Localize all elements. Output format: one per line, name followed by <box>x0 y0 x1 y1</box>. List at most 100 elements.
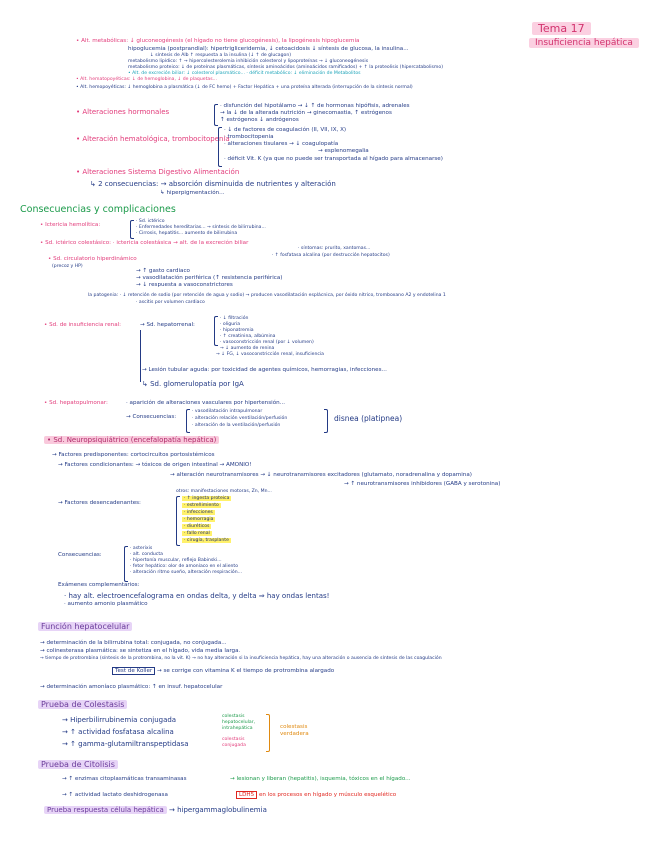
note-line: (precoz y HP) <box>52 264 83 269</box>
note-line: ↳ Sd. glomerulopatía por IgA <box>142 380 244 388</box>
note-line: → determinación de la bilirrubina total:… <box>40 640 227 646</box>
brace <box>214 316 218 346</box>
highlight-factor: · estreñimiento <box>182 503 221 508</box>
note-line: · hipertonía muscular, reflejo Babinski.… <box>130 558 222 563</box>
note-line: • Alt. metabólicas: ↓ gluconeogénesis (e… <box>76 38 360 44</box>
highlight-heading: Función hepatocelular <box>38 622 133 631</box>
brace <box>218 127 222 167</box>
note-line: • Sd. Neuropsiquiátrico (encefalopatía h… <box>44 436 220 445</box>
note-line: · hemorragia <box>182 517 216 523</box>
note-line: ↑ estrógenos ↓ andrógenos <box>220 117 299 123</box>
note-line: · hiponatremia <box>220 328 254 333</box>
note-line: • Sd. hepatopulmonar: <box>44 400 108 406</box>
connector-line <box>140 330 141 382</box>
note-line: → ↑ gasto cardiaco <box>136 268 190 274</box>
highlight-heading: Prueba respuesta célula hepática <box>44 806 167 814</box>
note-line: → ↑ neurotransmisores inhibidores (GABA … <box>344 481 501 487</box>
note-line: • Alt. hematopoyéticas: ↓ de hemoglobina… <box>76 77 217 82</box>
note-line: · ascitis por volumen cardiaco <box>136 300 205 305</box>
highlight-heading: Prueba de Colestasis <box>38 700 128 709</box>
section-heading: Prueba de Citolisis <box>38 760 118 769</box>
section-heading: Consecuencias y complicaciones <box>20 204 176 215</box>
highlight-factor: · cirugía, trasplante <box>182 538 231 543</box>
note-line: hipoglucemia (postprandial): hipertrigli… <box>128 46 409 52</box>
note-line: · fetor hepático: olor de amoníaco en el… <box>130 564 239 569</box>
note-line: → Factores desencadenantes: <box>58 500 141 506</box>
note-line: · ↑ creatinina, albúmina <box>220 334 276 339</box>
note-line: Exámenes complementarios: <box>58 582 140 588</box>
note-line: · vasoconstricción renal (por ↓ volumen) <box>220 340 314 345</box>
note-line: colestasis hepatocelular, intrahepática <box>222 714 256 731</box>
brace <box>124 546 128 582</box>
note-line: → ↑ gamma-glutamiltranspeptidasa <box>62 740 189 748</box>
highlight-factor: · infecciones <box>182 510 215 515</box>
note-line: · Enfermedades hereditarias... → síntesi… <box>136 225 266 230</box>
note-line: → Factores condicionantes: → tóxicos de … <box>58 462 252 468</box>
note-line: → esplenomegalia <box>318 148 369 154</box>
brace <box>186 409 190 433</box>
brace <box>266 714 270 752</box>
highlight-encefalopatia: • Sd. Neuropsiquiátrico (encefalopatía h… <box>44 436 220 444</box>
subject-tag: Insuficiencia hepática <box>529 38 639 48</box>
note-line: · estreñimiento <box>182 503 221 509</box>
note-line: · fallo renal <box>182 531 212 537</box>
note-line: · ↓ filtración <box>220 316 249 321</box>
note-line: · cirugía, trasplante <box>182 538 231 544</box>
note-line: → determinación amoníaco plasmático: ↑ e… <box>40 684 223 690</box>
topic-tag: Tema 17 <box>532 22 591 35</box>
note-line: · Sd. ictérico <box>136 219 165 224</box>
note-line: → colinesterasa plasmática: se sintetiza… <box>40 648 241 654</box>
note-line: metabolismo proteico: ↓ de proteínas pla… <box>128 65 443 70</box>
note-line: → Lesión tubular aguda: por toxicidad de… <box>142 367 387 373</box>
brace <box>176 496 180 546</box>
note-line: · alteración de la ventilación/perfusión <box>192 423 281 428</box>
note-line: • Alt. hemopoyéticas: ↓ hemoglobina a pl… <box>76 85 413 90</box>
note-line: • Ictericia hemolítica: <box>40 222 101 228</box>
note-line: → ↓ aumento de renina <box>220 346 275 351</box>
highlight-factor: · fallo renal <box>182 531 212 536</box>
brace <box>130 220 134 239</box>
highlight-heading: Prueba de Citolisis <box>38 760 118 769</box>
test-description: → se corrige con vitamina K el tiempo de… <box>157 668 335 674</box>
brace <box>324 409 328 433</box>
note-line: → Hiperbilirrubinemia conjugada <box>62 716 177 724</box>
note-line: • Sd. circulatorio hiperdinámico <box>48 256 137 262</box>
note-line: Consecuencias: <box>58 552 102 558</box>
note-line: · alteraciones tisulares → ↓ coagulopatí… <box>224 141 339 147</box>
note-line: · vasodilatación intrapulmonar <box>192 409 263 414</box>
note-line: · aumento amonio plasmático <box>64 601 148 607</box>
note-line: → vasodilatación periférica (↑ resistenc… <box>136 275 283 281</box>
note-line: → alteración neurotransmisores → ↓ neuro… <box>170 472 472 478</box>
note-line: Test de Koller → se corrige con vitamina… <box>112 667 335 675</box>
note-line: · ↑ ingesta proteica <box>182 496 232 502</box>
test-box: Test de Koller <box>112 667 156 675</box>
note-line: → Sd. hepatorrenal: <box>140 322 195 328</box>
note-line: metabolismo lipídico: ↑ → hipercolestero… <box>128 59 369 64</box>
note-line: · oliguria <box>220 322 241 327</box>
heading-digestivo: • Alteraciones Sistema Digestivo Aliment… <box>76 168 240 176</box>
note-line: disnea (platipnea) <box>334 414 403 423</box>
highlight-factor: · diuréticos <box>182 524 212 529</box>
ldh-box: LDH5 <box>236 791 258 799</box>
note-line: · diuréticos <box>182 524 212 530</box>
note-line: → tiempo de protrombina (síntesis de la … <box>40 656 442 661</box>
section-heading: Función hepatocelular <box>38 622 133 631</box>
note-line: → lesionan y liberan (hepatitis), isquem… <box>230 776 411 782</box>
note-line: → hipergammaglobulinemia <box>168 806 267 814</box>
note-line: Prueba respuesta célula hepática → hiper… <box>44 806 267 815</box>
note-line: • Alt. de excreción biliar: ↓ colesterol… <box>128 71 361 76</box>
note-line: · trombocitopenia <box>224 134 274 140</box>
note-line: · asterixis <box>130 546 153 551</box>
note-line: colestasis conjugada <box>222 737 246 748</box>
note-line: → Consecuencias: <box>126 414 177 420</box>
note-line: · déficit Vit. K (ya que no puede ser tr… <box>224 156 443 162</box>
ldh-description: en los procesos en hígado y músculo esqu… <box>258 792 397 798</box>
note-line: · alteración relación ventilación/perfus… <box>192 416 288 421</box>
note-line: · hay alt. electroencefalograma en ondas… <box>64 592 330 600</box>
note-line: → ↓ respuesta a vasoconstrictores <box>136 282 233 288</box>
note-line: → la ↓ de la alterada nutrición → gineco… <box>220 110 392 116</box>
note-line: → ↑ actividad lactato deshidrogenasa <box>62 792 168 798</box>
note-line: • Sd. de insuficiencia renal: <box>44 322 122 328</box>
note-line: · infecciones <box>182 510 215 516</box>
note-line: ↓ síntesis de Alb ↑ respuesta a la insul… <box>150 53 292 58</box>
